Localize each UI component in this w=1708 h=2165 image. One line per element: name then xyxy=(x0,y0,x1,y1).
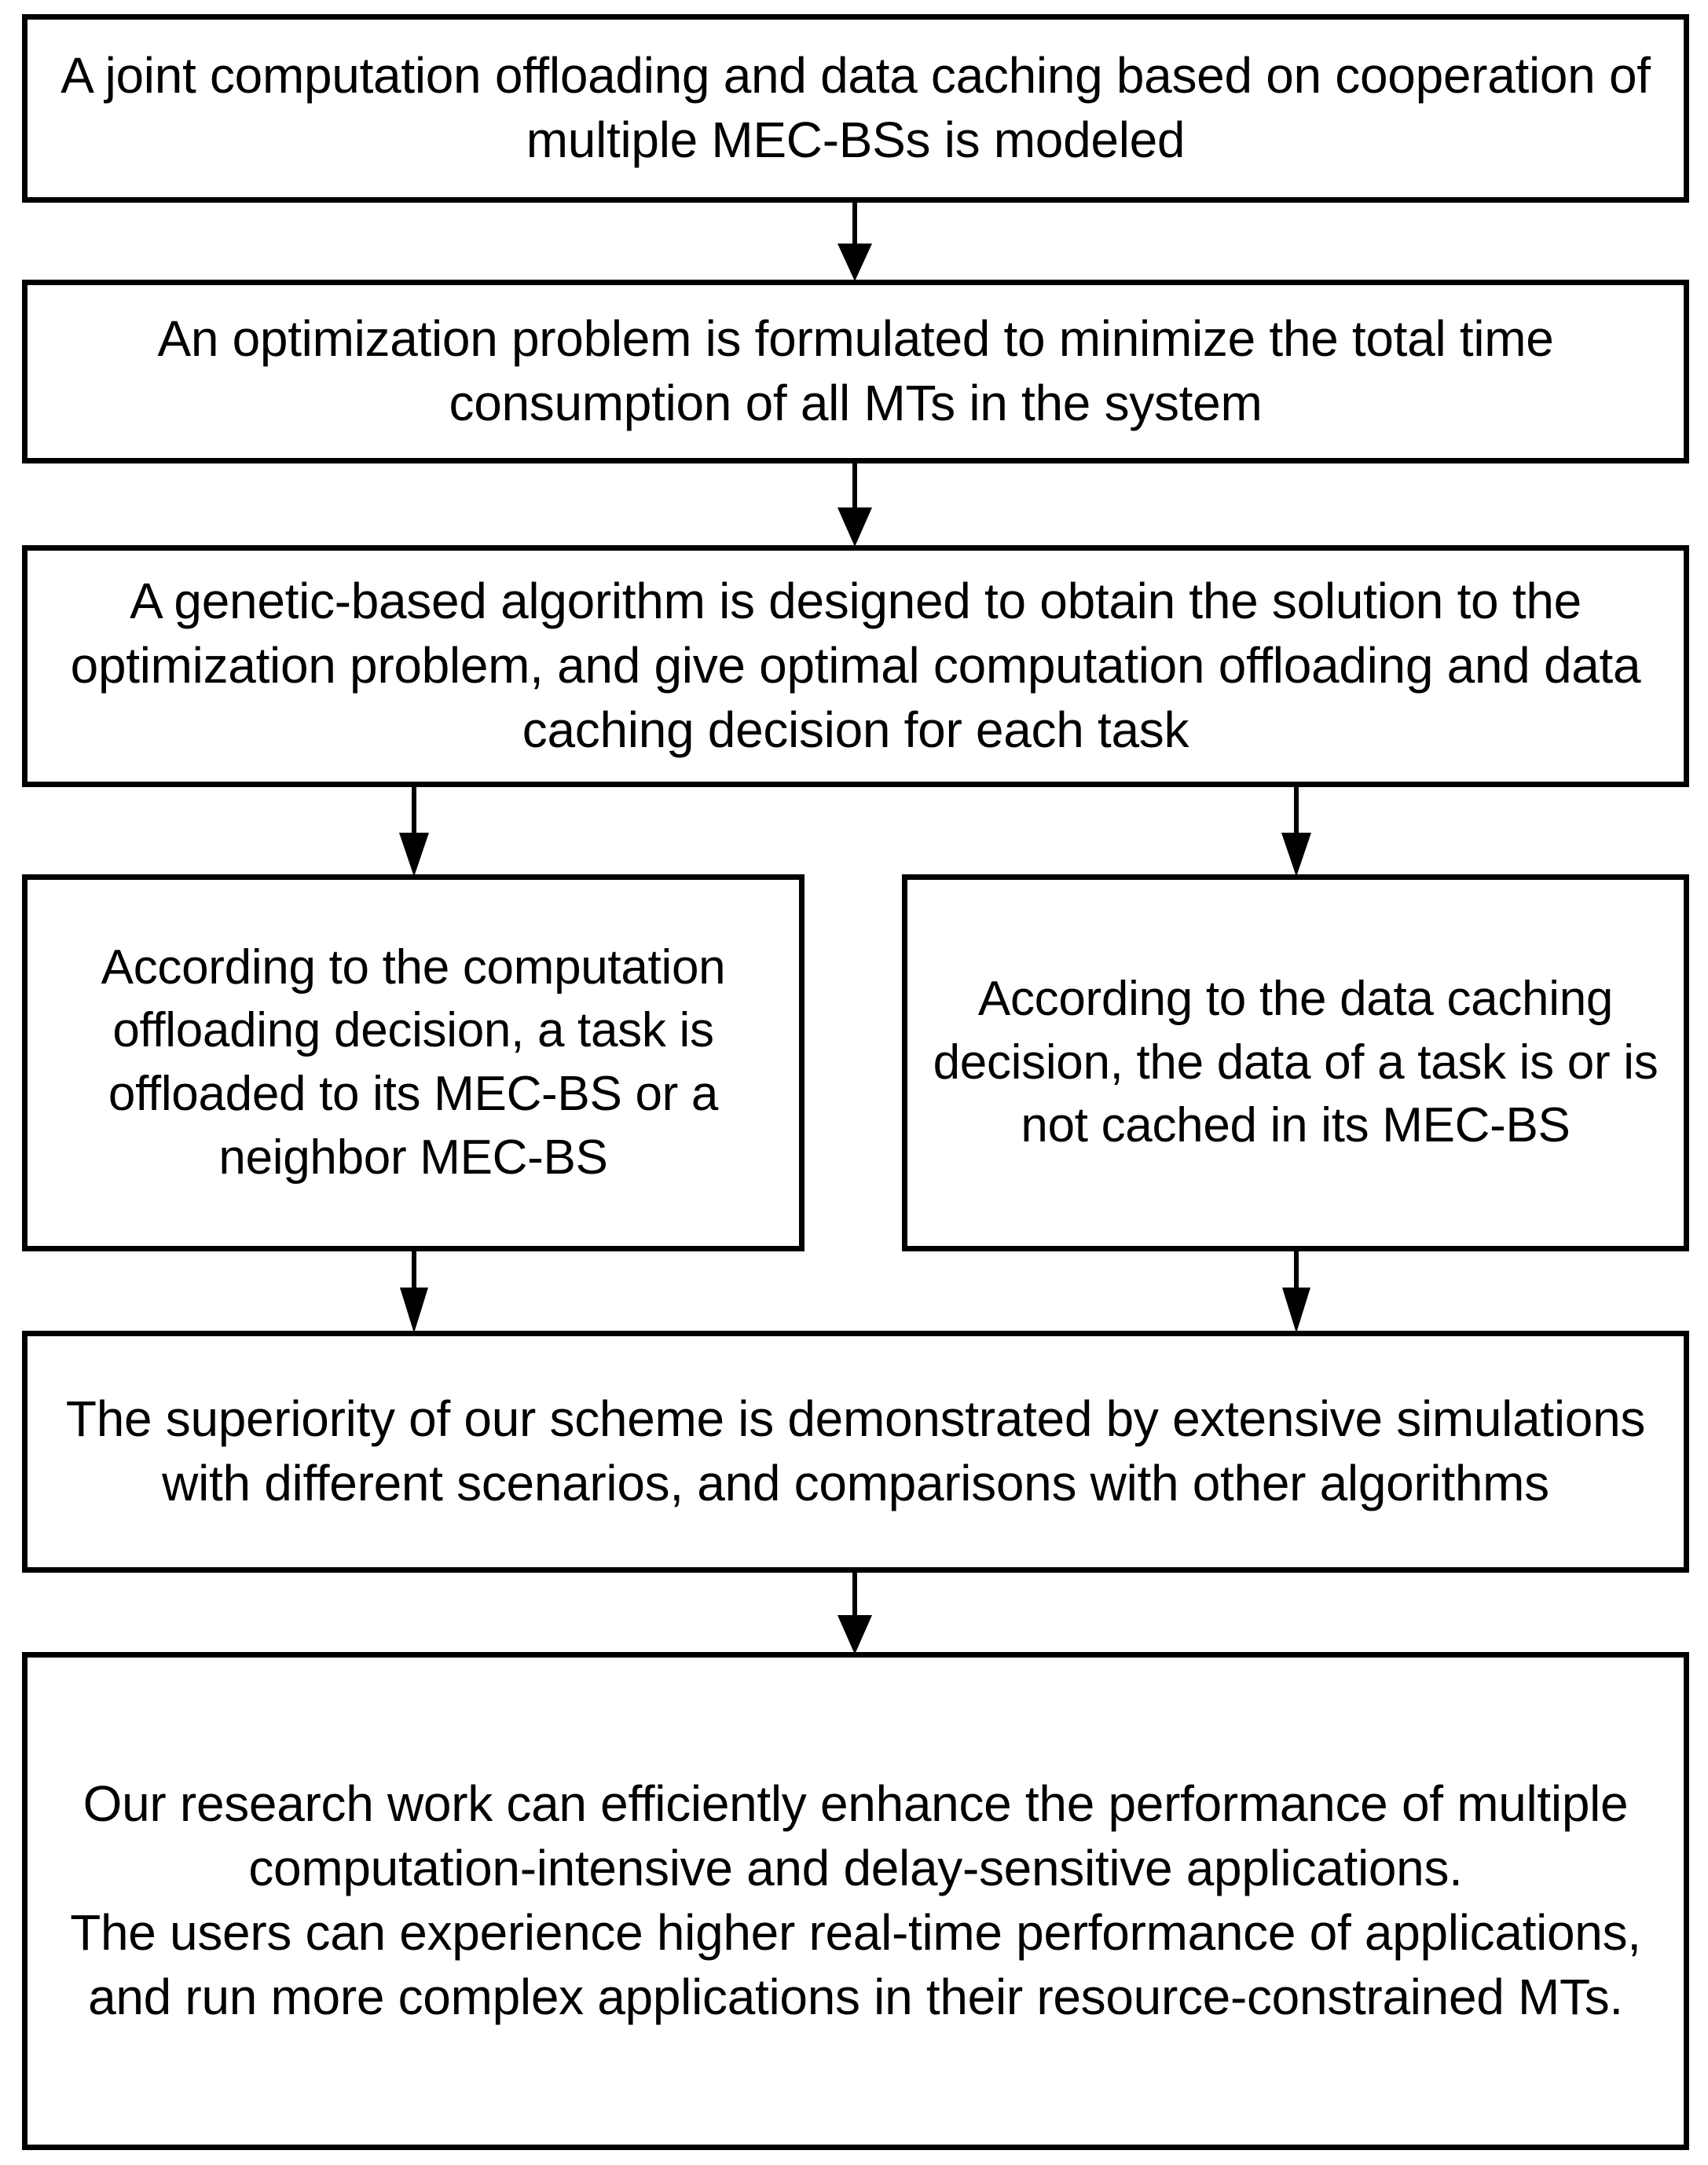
system-model-box[interactable]: A joint computation offloading and data … xyxy=(22,14,1689,203)
arrow-problem-to-algorithm xyxy=(830,463,880,547)
offloading-decision-text: According to the computation offloading … xyxy=(101,940,726,1185)
system-model-text: A joint computation offloading and data … xyxy=(60,47,1651,168)
arrow-model-to-problem xyxy=(830,203,880,281)
problem-formulation-box[interactable]: An optimization problem is formulated to… xyxy=(22,280,1689,463)
simulation-results-box[interactable]: The superiority of our scheme is demonst… xyxy=(22,1331,1689,1573)
conclusion-box[interactable]: Our research work can efficiently enhanc… xyxy=(22,1652,1689,2150)
caching-decision-text: According to the data caching decision, … xyxy=(933,972,1659,1153)
genetic-algorithm-text: A genetic-based algorithm is designed to… xyxy=(70,573,1641,758)
conclusion-text: Our research work can efficiently enhanc… xyxy=(70,1775,1641,2025)
caching-decision-box[interactable]: According to the data caching decision, … xyxy=(902,874,1689,1251)
arrow-caching-to-simulations xyxy=(1273,1251,1320,1333)
offloading-decision-box[interactable]: According to the computation offloading … xyxy=(22,874,805,1251)
genetic-algorithm-box[interactable]: A genetic-based algorithm is designed to… xyxy=(22,545,1689,787)
arrow-simulations-to-conclusion xyxy=(830,1573,880,1654)
simulation-results-text: The superiority of our scheme is demonst… xyxy=(65,1390,1646,1511)
arrow-offloading-to-simulations xyxy=(390,1251,438,1333)
arrow-algorithm-to-caching xyxy=(1273,787,1320,877)
arrow-algorithm-to-offloading xyxy=(390,787,438,877)
problem-formulation-text: An optimization problem is formulated to… xyxy=(157,310,1554,431)
